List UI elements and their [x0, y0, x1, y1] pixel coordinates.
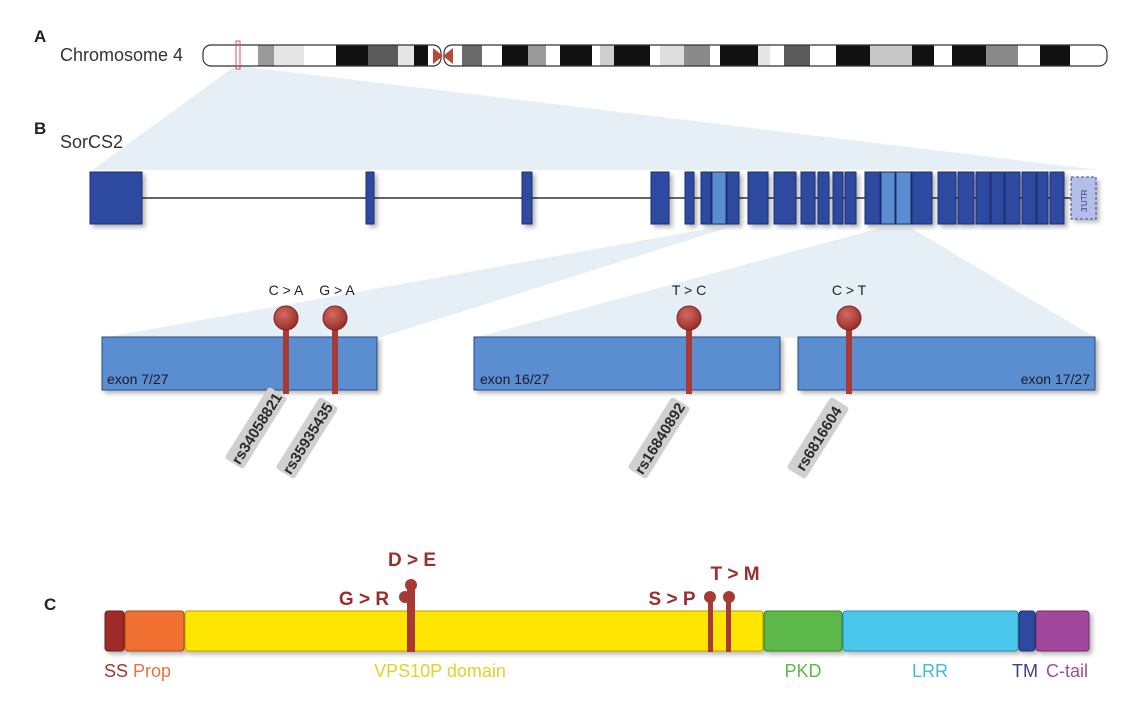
snp-change-label: C > T: [832, 282, 867, 298]
panel-c-letter: C: [44, 595, 56, 614]
domain-label-ss: SS: [104, 661, 128, 681]
exon16-label: exon 16/27: [480, 371, 549, 387]
snp-rsid-label: rs6816604: [793, 403, 846, 474]
snp-change-label: G > A: [319, 282, 355, 298]
exon-block: [726, 171, 740, 225]
exon-block: [844, 171, 857, 225]
domain-ctail: [1035, 610, 1090, 652]
exon-block: [990, 171, 1005, 225]
protein-domains: [104, 610, 1090, 652]
exon17-label: exon 17/27: [1021, 371, 1090, 387]
exon-block: [937, 171, 957, 225]
snp-change-label: T > C: [672, 282, 706, 298]
zoom-fan-gene: [92, 66, 1098, 170]
mutation-label: T > M: [710, 564, 759, 585]
exon-block: [800, 171, 816, 225]
domain-label-ctail: C-tail: [1046, 661, 1088, 681]
domain-label-prop: Prop: [133, 661, 171, 681]
exon-block: [817, 171, 830, 225]
zoom-fan-exon7: [102, 228, 727, 338]
mutation-marker: [704, 591, 716, 603]
mutation-label: S > P: [649, 589, 696, 610]
exon-closeups: exon 7/27 exon 16/27 exon 17/27: [101, 336, 1096, 391]
domain-tm: [1018, 610, 1036, 652]
exon-block: [747, 171, 769, 225]
exon-block: [365, 171, 375, 225]
exon-block: [911, 171, 933, 225]
exon-block: [650, 171, 670, 225]
exon-block: [684, 171, 695, 225]
utr-label: 3'UTR: [1080, 189, 1089, 212]
exon7-label: exon 7/27: [107, 371, 169, 387]
exon-block: [864, 171, 881, 225]
mutation-marker: [399, 591, 411, 603]
exon-block: [89, 171, 143, 225]
snp-change-label: C > A: [269, 282, 304, 298]
mutation-label: G > R: [339, 589, 389, 610]
chromosome-label: Chromosome 4: [60, 45, 183, 65]
exon-block: [832, 171, 844, 225]
exon-block: [1036, 171, 1049, 225]
exon-block-highlighted: [895, 171, 912, 225]
exon-block-highlighted: [880, 171, 896, 225]
zoom-fan-exon16-17: [474, 228, 1096, 338]
exon-block: [975, 171, 991, 225]
snp-rsid-label: rs16840892: [632, 400, 689, 478]
chromosome-ideogram: [202, 40, 1108, 70]
mutation-label: D > E: [388, 550, 436, 571]
exon-block: [957, 171, 975, 225]
exon-block-highlighted: [711, 171, 727, 225]
domain-lrr: [842, 610, 1019, 652]
domain-label-vps10p: VPS10P domain: [374, 661, 506, 681]
exon-block: [773, 171, 797, 225]
domain-label-tm: TM: [1012, 661, 1038, 681]
domain-label-lrr: LRR: [912, 661, 948, 681]
mutation-marker: [405, 579, 417, 591]
exon17-box: exon 17/27: [797, 336, 1096, 391]
exon16-box: exon 16/27: [473, 336, 781, 391]
exon-blocks: [89, 171, 1097, 225]
exon-block: [1021, 171, 1037, 225]
domain-label-pkd: PKD: [784, 661, 821, 681]
panel-a-letter: A: [34, 27, 46, 46]
domain-labels: SS Prop VPS10P domain PKD LRR TM C-tail: [104, 661, 1088, 681]
snp-rsid-label: rs34058821: [229, 390, 286, 468]
panel-b-letter: B: [34, 119, 46, 138]
exon7-box: exon 7/27: [101, 336, 378, 391]
exon-block: [1049, 171, 1065, 225]
domain-ss: [104, 610, 125, 652]
gene-model: 3'UTR: [89, 171, 1097, 225]
domain-prop: [124, 610, 185, 652]
snp-rsid-label: rs35935435: [280, 400, 337, 478]
gene-name: SorCS2: [60, 132, 123, 152]
mutation-marker: [723, 591, 735, 603]
domain-pkd: [763, 610, 843, 652]
domain-vps10p: [184, 610, 764, 652]
gene-locus-marker: [235, 40, 241, 70]
utr-block: [1070, 176, 1097, 220]
exon-block: [521, 171, 533, 225]
exon-block: [700, 171, 712, 225]
protein-mutations: D > E G > R T > M S > P: [339, 550, 760, 652]
exon-block: [1004, 171, 1021, 225]
